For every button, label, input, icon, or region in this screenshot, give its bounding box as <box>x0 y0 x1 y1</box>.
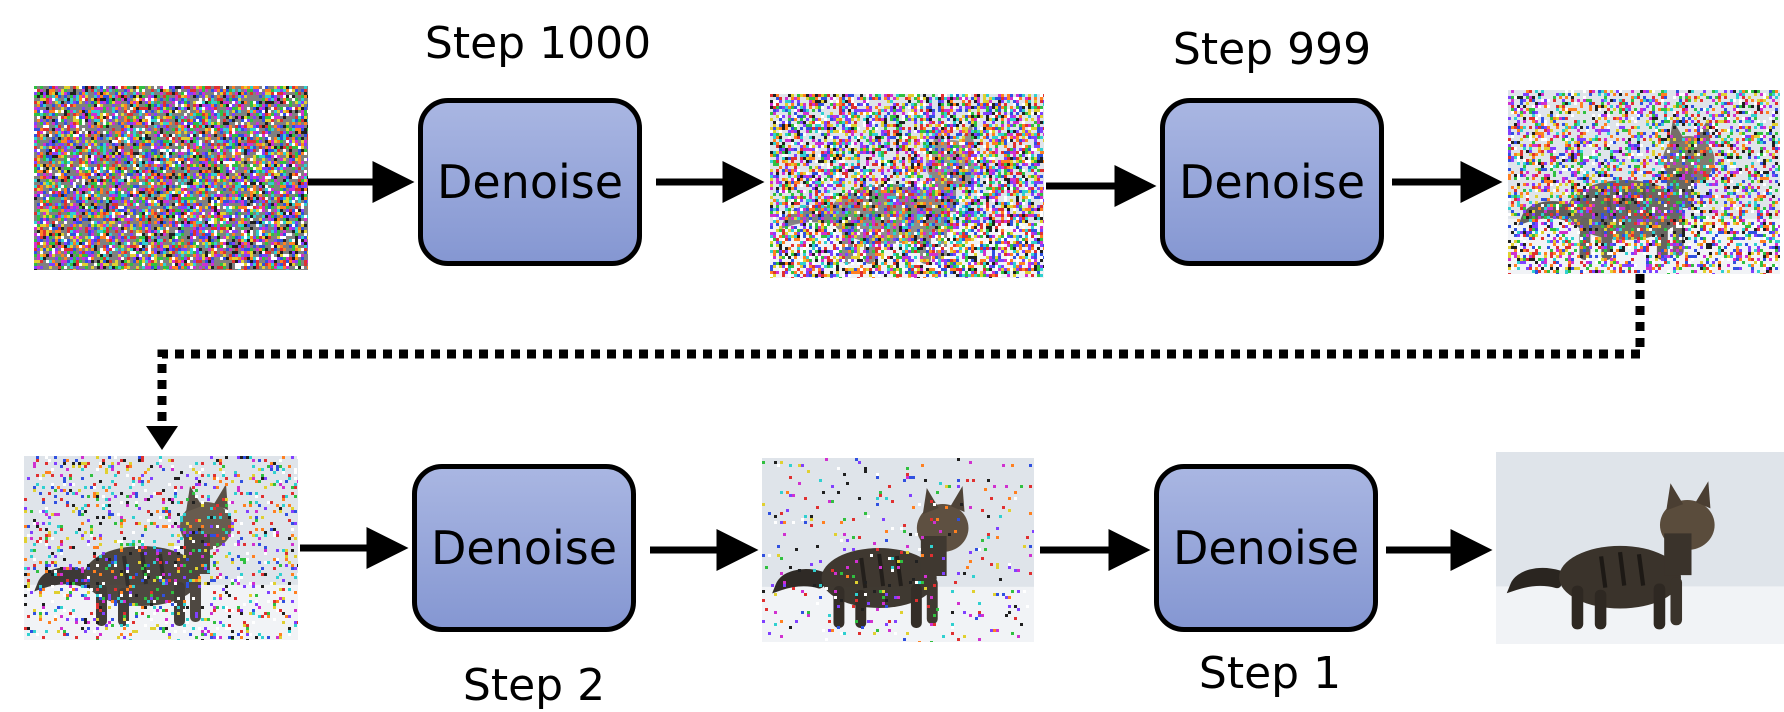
cat-image-slight-noise <box>762 458 1035 644</box>
dotted-continuation-arrow <box>157 274 1645 426</box>
denoise-box-step-999: Denoise <box>1160 98 1384 266</box>
clean-cat-image-graphic <box>1496 452 1784 644</box>
noisy-cat-image-light-graphic <box>24 456 300 642</box>
denoise-box-step-2: Denoise <box>412 464 636 632</box>
step-1000-label: Step 1000 <box>424 18 652 69</box>
noisy-cat-image-heavy <box>770 94 1046 280</box>
dotted-arrow-head <box>146 426 178 450</box>
step-1-label: Step 1 <box>1198 648 1342 699</box>
cat-image-slight-noise-graphic <box>762 458 1035 644</box>
pure-noise-image <box>34 86 310 272</box>
clean-cat-image <box>1496 452 1784 644</box>
step-2-label: Step 2 <box>462 660 606 711</box>
step-999-label: Step 999 <box>1172 24 1372 75</box>
denoise-box-step-1: Denoise <box>1154 464 1378 632</box>
noisy-cat-image-heavy-graphic <box>770 94 1046 280</box>
pure-noise-image-graphic <box>34 86 310 272</box>
noisy-cat-image-light <box>24 456 300 642</box>
noisy-cat-image-medium-graphic <box>1508 90 1781 276</box>
noisy-cat-image-medium <box>1508 90 1781 276</box>
denoise-box-step-1000: Denoise <box>418 98 642 266</box>
